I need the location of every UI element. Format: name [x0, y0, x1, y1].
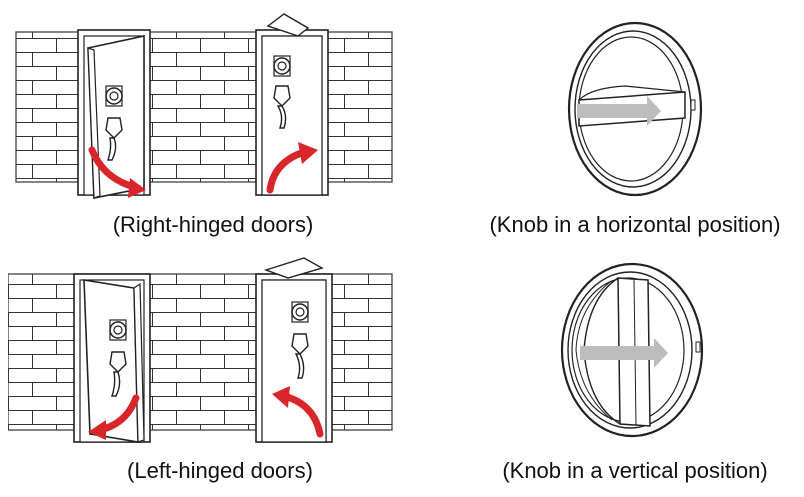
deadbolt-icon — [273, 57, 291, 75]
deadbolt-icon — [105, 87, 123, 105]
deadbolt-icon — [109, 321, 127, 339]
swing-arrow-icon — [266, 148, 308, 194]
right-hinged-doors-illustration — [8, 10, 393, 200]
knob-vertical-illustration — [548, 258, 718, 444]
deadbolt-icon — [291, 303, 309, 321]
left-hinged-doors-illustration — [8, 256, 393, 446]
direction-arrow-icon — [580, 338, 668, 368]
direction-arrow-icon — [577, 96, 661, 126]
knob-horizontal-illustration — [555, 14, 715, 204]
caption-left-hinged: (Left-hinged doors) — [127, 458, 313, 483]
caption-knob-horizontal: (Knob in a horizontal position) — [489, 212, 781, 237]
caption-right-hinged: (Right-hinged doors) — [112, 212, 314, 237]
caption-knob-vertical: (Knob in a vertical position) — [502, 458, 768, 483]
